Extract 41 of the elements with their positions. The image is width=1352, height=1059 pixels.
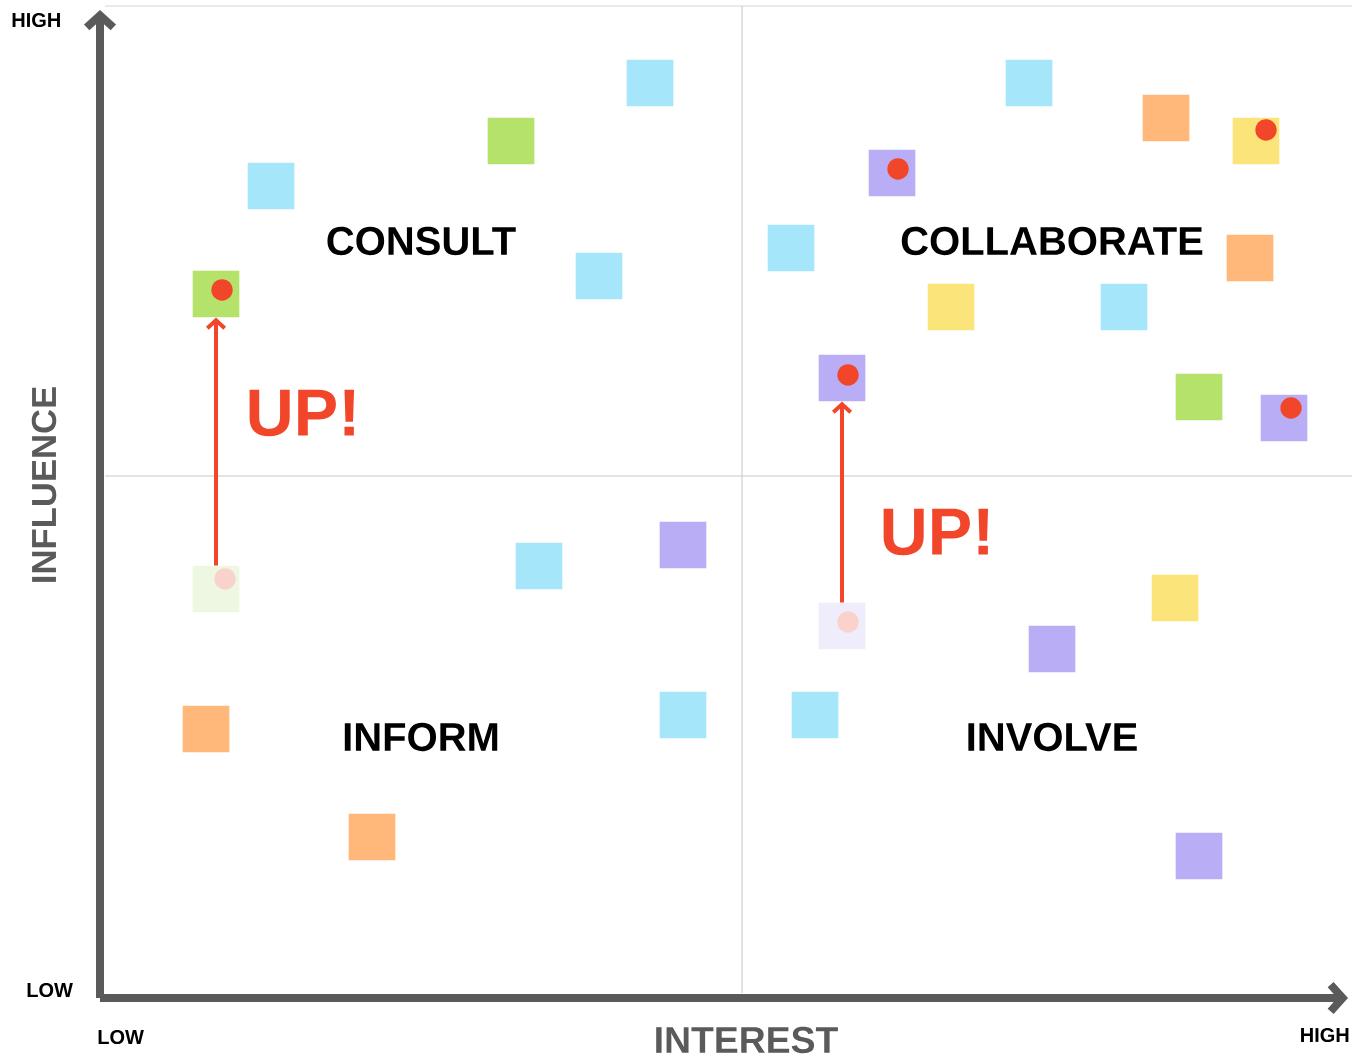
sticky-note: [868, 149, 916, 197]
axis-end-label: HIGH: [12, 12, 60, 28]
sticky-note: [575, 252, 623, 300]
axis-title: INTEREST: [656, 1026, 838, 1054]
sticky-note: [1232, 117, 1280, 165]
arrow: [832, 401, 853, 603]
sticky-note: [1226, 234, 1274, 282]
sticky-note: [1142, 94, 1190, 142]
quadrant-label: INFORM: [344, 722, 498, 752]
sticky-note: [626, 59, 674, 107]
quadrant-label: CONSULT: [327, 226, 516, 256]
sticky-note: [1151, 574, 1199, 622]
sticky-note: [348, 813, 396, 861]
axis-end-label: LOW: [98, 1029, 144, 1045]
quadrant-label: INVOLVE: [968, 722, 1137, 752]
arrow: [206, 317, 227, 566]
sticky-note: [767, 224, 815, 272]
sticky-note: [247, 162, 295, 210]
sticky-note: [1028, 625, 1076, 673]
sticky-note: [791, 691, 839, 739]
annotation-text: UP!: [883, 508, 989, 556]
axis-end-label: LOW: [27, 982, 73, 998]
sticky-note: [192, 270, 240, 318]
sticky-note: [1005, 59, 1053, 107]
sticky-note: [927, 283, 975, 331]
sticky-note: [487, 117, 535, 165]
sticky-note: [818, 354, 866, 402]
sticky-note: [192, 565, 240, 613]
axis-title: INFLUENCE: [31, 387, 57, 582]
sticky-note: [1100, 283, 1148, 331]
sticky-note: [182, 705, 230, 753]
axis-end-label: HIGH: [1301, 1027, 1349, 1043]
sticky-note: [1175, 373, 1223, 421]
sticky-note: [818, 602, 866, 650]
sticky-note: [1260, 394, 1308, 442]
sticky-note: [515, 542, 563, 590]
sticky-note: [659, 691, 707, 739]
sticky-note: [1175, 832, 1223, 880]
quadrant-label: COLLABORATE: [901, 226, 1203, 256]
annotation-text: UP!: [249, 389, 355, 437]
sticky-note: [659, 521, 707, 569]
